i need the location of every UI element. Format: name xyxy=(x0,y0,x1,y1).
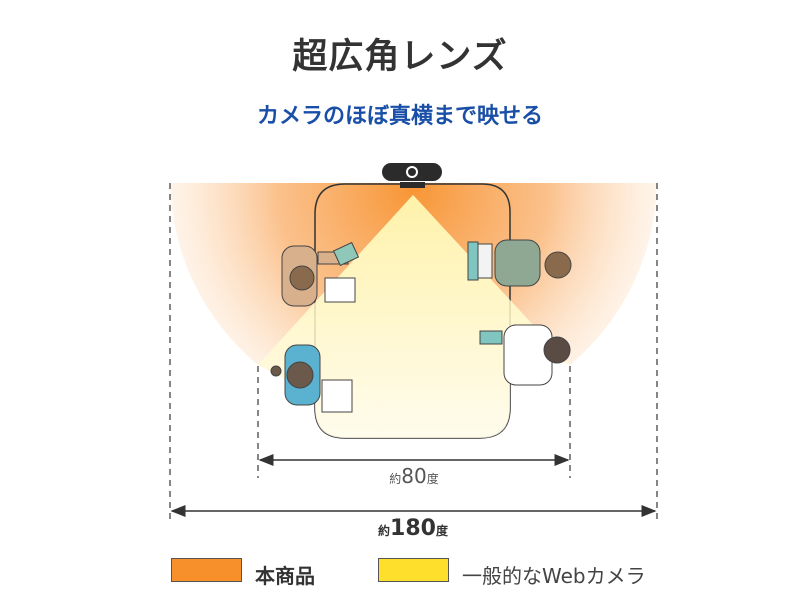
person-top-left xyxy=(281,241,360,307)
person-top-right xyxy=(467,239,572,287)
webcam-icon xyxy=(382,163,442,188)
person-bottom-right xyxy=(479,324,571,386)
legend-label-product: 本商品 xyxy=(255,564,315,588)
label-180-degrees: 約180度 xyxy=(378,516,448,541)
legend-swatch-product xyxy=(171,558,242,582)
label-80-degrees: 約80度 xyxy=(389,464,439,488)
angle-guides xyxy=(169,183,658,522)
legend-label-general: 一般的なWebカメラ xyxy=(462,564,646,588)
page-subtitle: カメラのほぼ真横まで映せる xyxy=(256,104,543,129)
wide-angle-area xyxy=(170,183,657,365)
page-title: 超広角レンズ xyxy=(292,37,508,77)
standard-angle-area xyxy=(258,195,570,438)
person-bottom-left xyxy=(270,344,353,413)
legend-swatch-general xyxy=(378,558,449,582)
